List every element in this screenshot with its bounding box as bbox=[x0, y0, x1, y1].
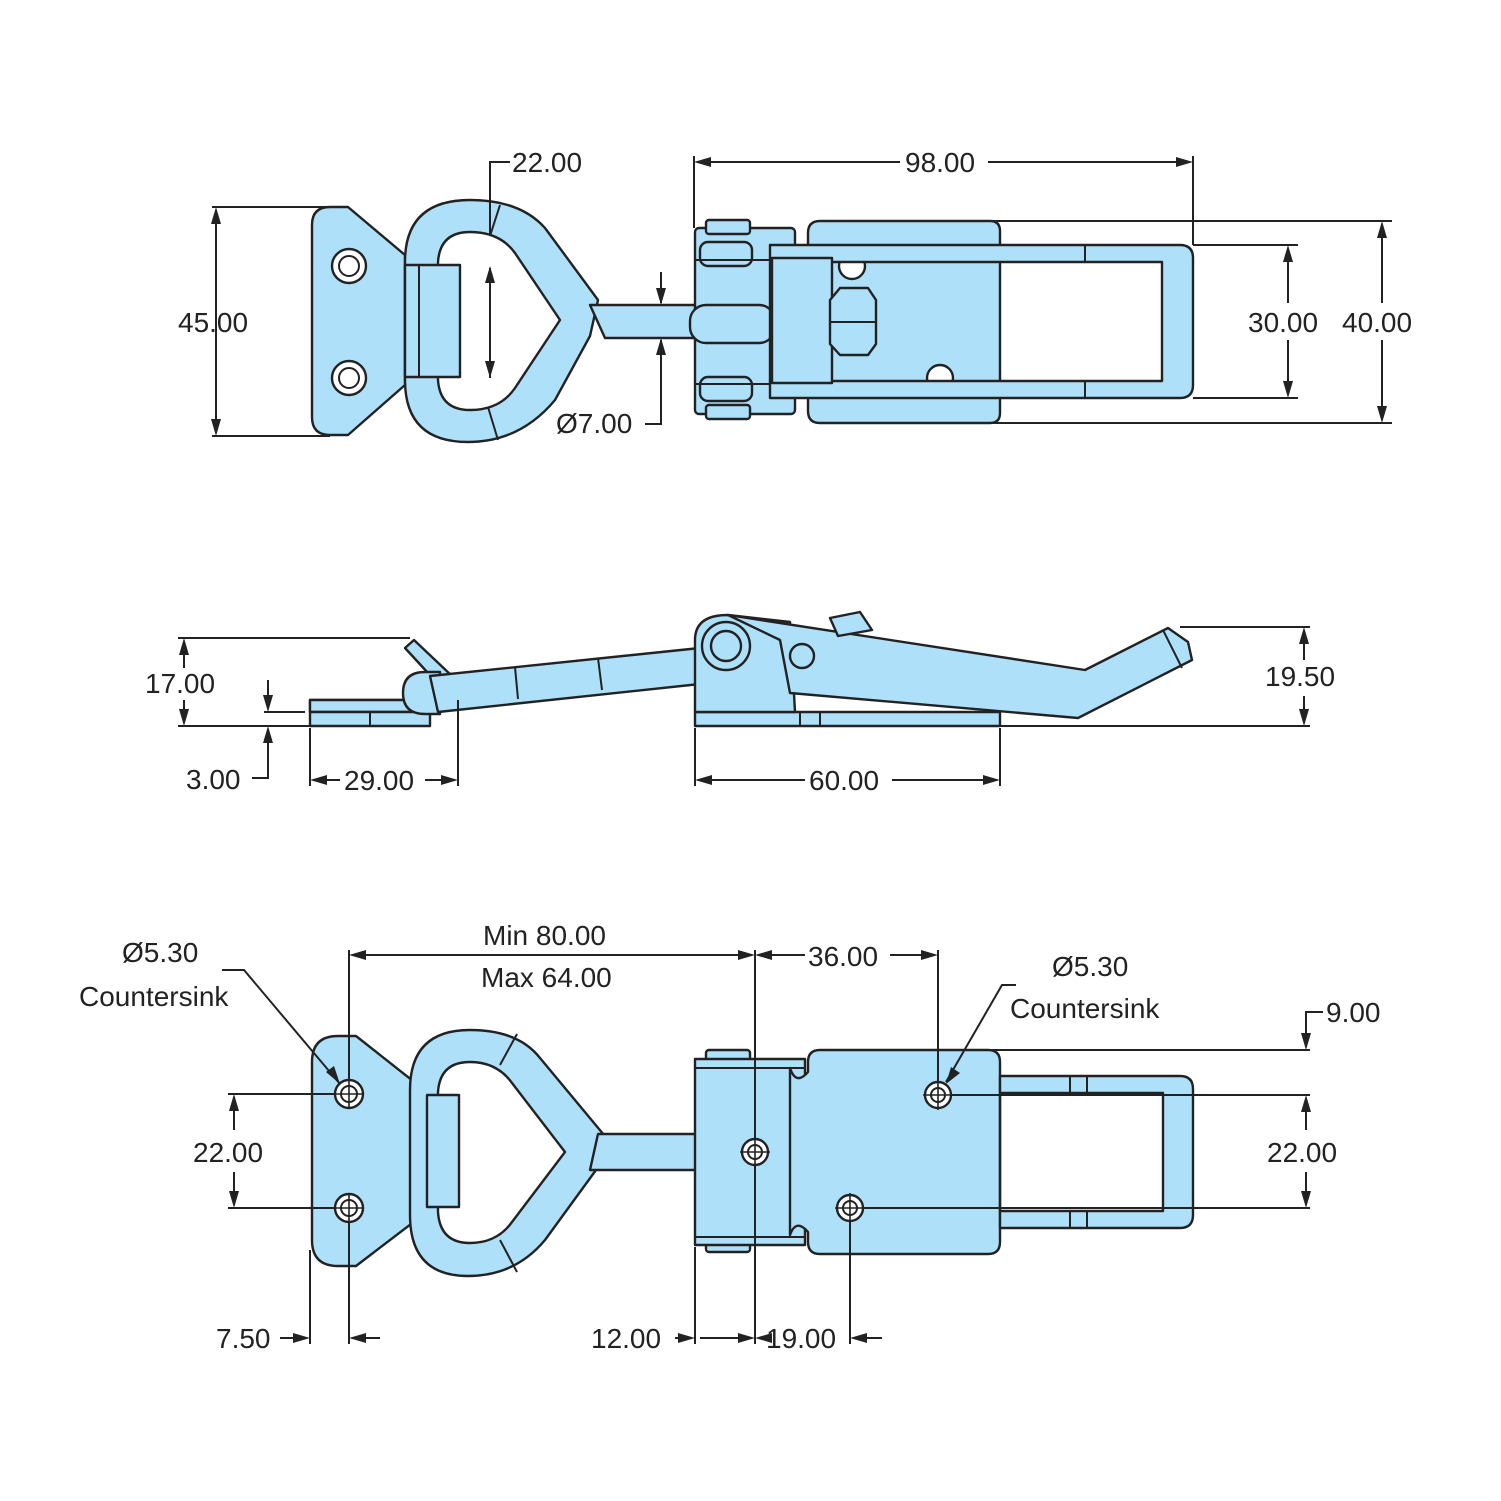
dim-30: 30.00 bbox=[1248, 307, 1318, 338]
bottom-latch-body bbox=[788, 1048, 1002, 1256]
top-hook-loop bbox=[403, 198, 600, 444]
dim-range-min: Min 80.00 bbox=[483, 920, 606, 951]
dim-19-5: 19.50 bbox=[1265, 661, 1335, 692]
bottom-rod bbox=[588, 1132, 702, 1172]
dim-hole-right-note: Countersink bbox=[1010, 993, 1160, 1024]
dim-9: 9.00 bbox=[1326, 997, 1381, 1028]
side-view-dimensions: 17.00 3.00 29.00 60.00 19.50 bbox=[145, 626, 1335, 796]
side-view bbox=[308, 610, 1194, 728]
dim-22-right: 22.00 bbox=[1267, 1137, 1337, 1168]
top-hook-bridge bbox=[403, 263, 462, 379]
top-view bbox=[310, 198, 1195, 444]
top-view-dimensions: 45.00 22.00 Ø7.00 98.00 30.00 bbox=[178, 147, 1412, 439]
dim-12: 12.00 bbox=[591, 1323, 661, 1354]
dim-45: 45.00 bbox=[178, 307, 248, 338]
bottom-view-dimensions: Ø5.30 Countersink Min 80.00 Max 64.00 36… bbox=[79, 920, 1381, 1354]
top-rod bbox=[588, 303, 702, 340]
dim-98: 98.00 bbox=[905, 147, 975, 178]
bottom-view bbox=[310, 1028, 1195, 1278]
bottom-hook-bridge bbox=[425, 1093, 461, 1209]
dim-hole-left-dia: Ø5.30 bbox=[122, 937, 198, 968]
dim-range-max: Max 64.00 bbox=[481, 962, 612, 993]
dim-17: 17.00 bbox=[145, 668, 215, 699]
dim-60: 60.00 bbox=[809, 765, 879, 796]
dim-29: 29.00 bbox=[344, 765, 414, 796]
dim-7-5: 7.50 bbox=[216, 1323, 271, 1354]
dim-hole-right-dia: Ø5.30 bbox=[1052, 951, 1128, 982]
side-lever bbox=[726, 613, 1194, 720]
dim-3: 3.00 bbox=[186, 764, 241, 795]
dim-36: 36.00 bbox=[808, 941, 878, 972]
dim-40: 40.00 bbox=[1342, 307, 1412, 338]
top-catch-hole-lower bbox=[330, 359, 368, 397]
dim-rod-dia: Ø7.00 bbox=[556, 408, 632, 439]
top-catch-hole-upper bbox=[330, 247, 368, 285]
dim-22-left: 22.00 bbox=[193, 1137, 263, 1168]
dim-hole-left-note: Countersink bbox=[79, 981, 229, 1012]
bottom-hook-loop bbox=[408, 1028, 606, 1278]
dim-22-loop: 22.00 bbox=[512, 147, 582, 178]
bottom-lever-frame bbox=[998, 1074, 1195, 1230]
side-base bbox=[693, 710, 1002, 728]
side-rod bbox=[428, 646, 702, 714]
top-catch-plate bbox=[310, 205, 407, 437]
dim-19: 19.00 bbox=[766, 1323, 836, 1354]
